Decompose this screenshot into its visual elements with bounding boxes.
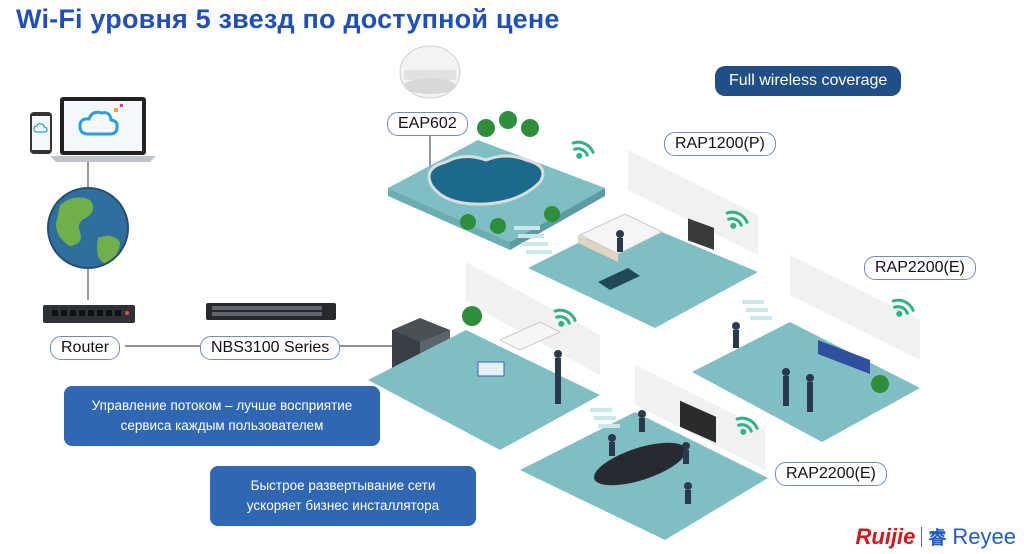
traffic-management-line-1: Управление потоком – лучше восприятие	[91, 398, 353, 413]
brand-logo: Ruijie 睿 Reyee	[856, 524, 1017, 550]
rap2200e-bottom-label: RAP2200(E)	[775, 462, 887, 486]
eap602-label: EAP602	[387, 112, 468, 136]
laptop-icon	[50, 97, 156, 162]
lobby-area	[692, 255, 920, 442]
fast-deployment-line-1: Быстрое развертывание сети	[250, 478, 436, 493]
wifi-icon-meeting	[735, 416, 759, 435]
reyee-logo: Reyee	[952, 524, 1016, 549]
router-label: Router	[50, 336, 121, 360]
wifi-icon-office	[553, 308, 577, 327]
page-title: Wi-Fi уровня 5 звезд по доступной цене	[16, 4, 560, 34]
meeting-room-area	[520, 365, 768, 540]
logo-divider	[921, 527, 923, 547]
office-area	[368, 262, 600, 450]
nbs3100-series-label: NBS3100 Series	[200, 336, 341, 360]
router-device-icon	[43, 305, 135, 323]
full-wireless-coverage-badge: Full wireless coverage	[715, 66, 902, 96]
wifi-icon-bedroom	[725, 210, 749, 229]
people-figures	[554, 230, 814, 504]
fast-deployment-line-2: ускоряет бизнес инсталлятора	[246, 498, 440, 513]
switch-device-icon	[206, 303, 336, 320]
phone-icon	[30, 112, 52, 154]
traffic-management-callout: Управление потоком – лучше восприятие се…	[64, 386, 380, 446]
eap602-access-point-icon	[399, 45, 461, 99]
ruijie-logo: Ruijie	[855, 524, 916, 549]
fast-deployment-callout: Быстрое развертывание сети ускоряет бизн…	[210, 466, 476, 526]
reyee-mark-icon: 睿	[928, 528, 947, 549]
traffic-management-line-2: сервиса каждым пользователем	[120, 418, 324, 433]
globe-icon	[47, 187, 129, 269]
stairs	[514, 226, 772, 428]
rap1200p-label: RAP1200(P)	[664, 132, 776, 156]
wifi-icon-pool	[571, 140, 595, 159]
rap2200e-top-label: RAP2200(E)	[864, 256, 976, 280]
wifi-icon-lobby	[891, 298, 915, 317]
pool-area	[388, 111, 605, 250]
